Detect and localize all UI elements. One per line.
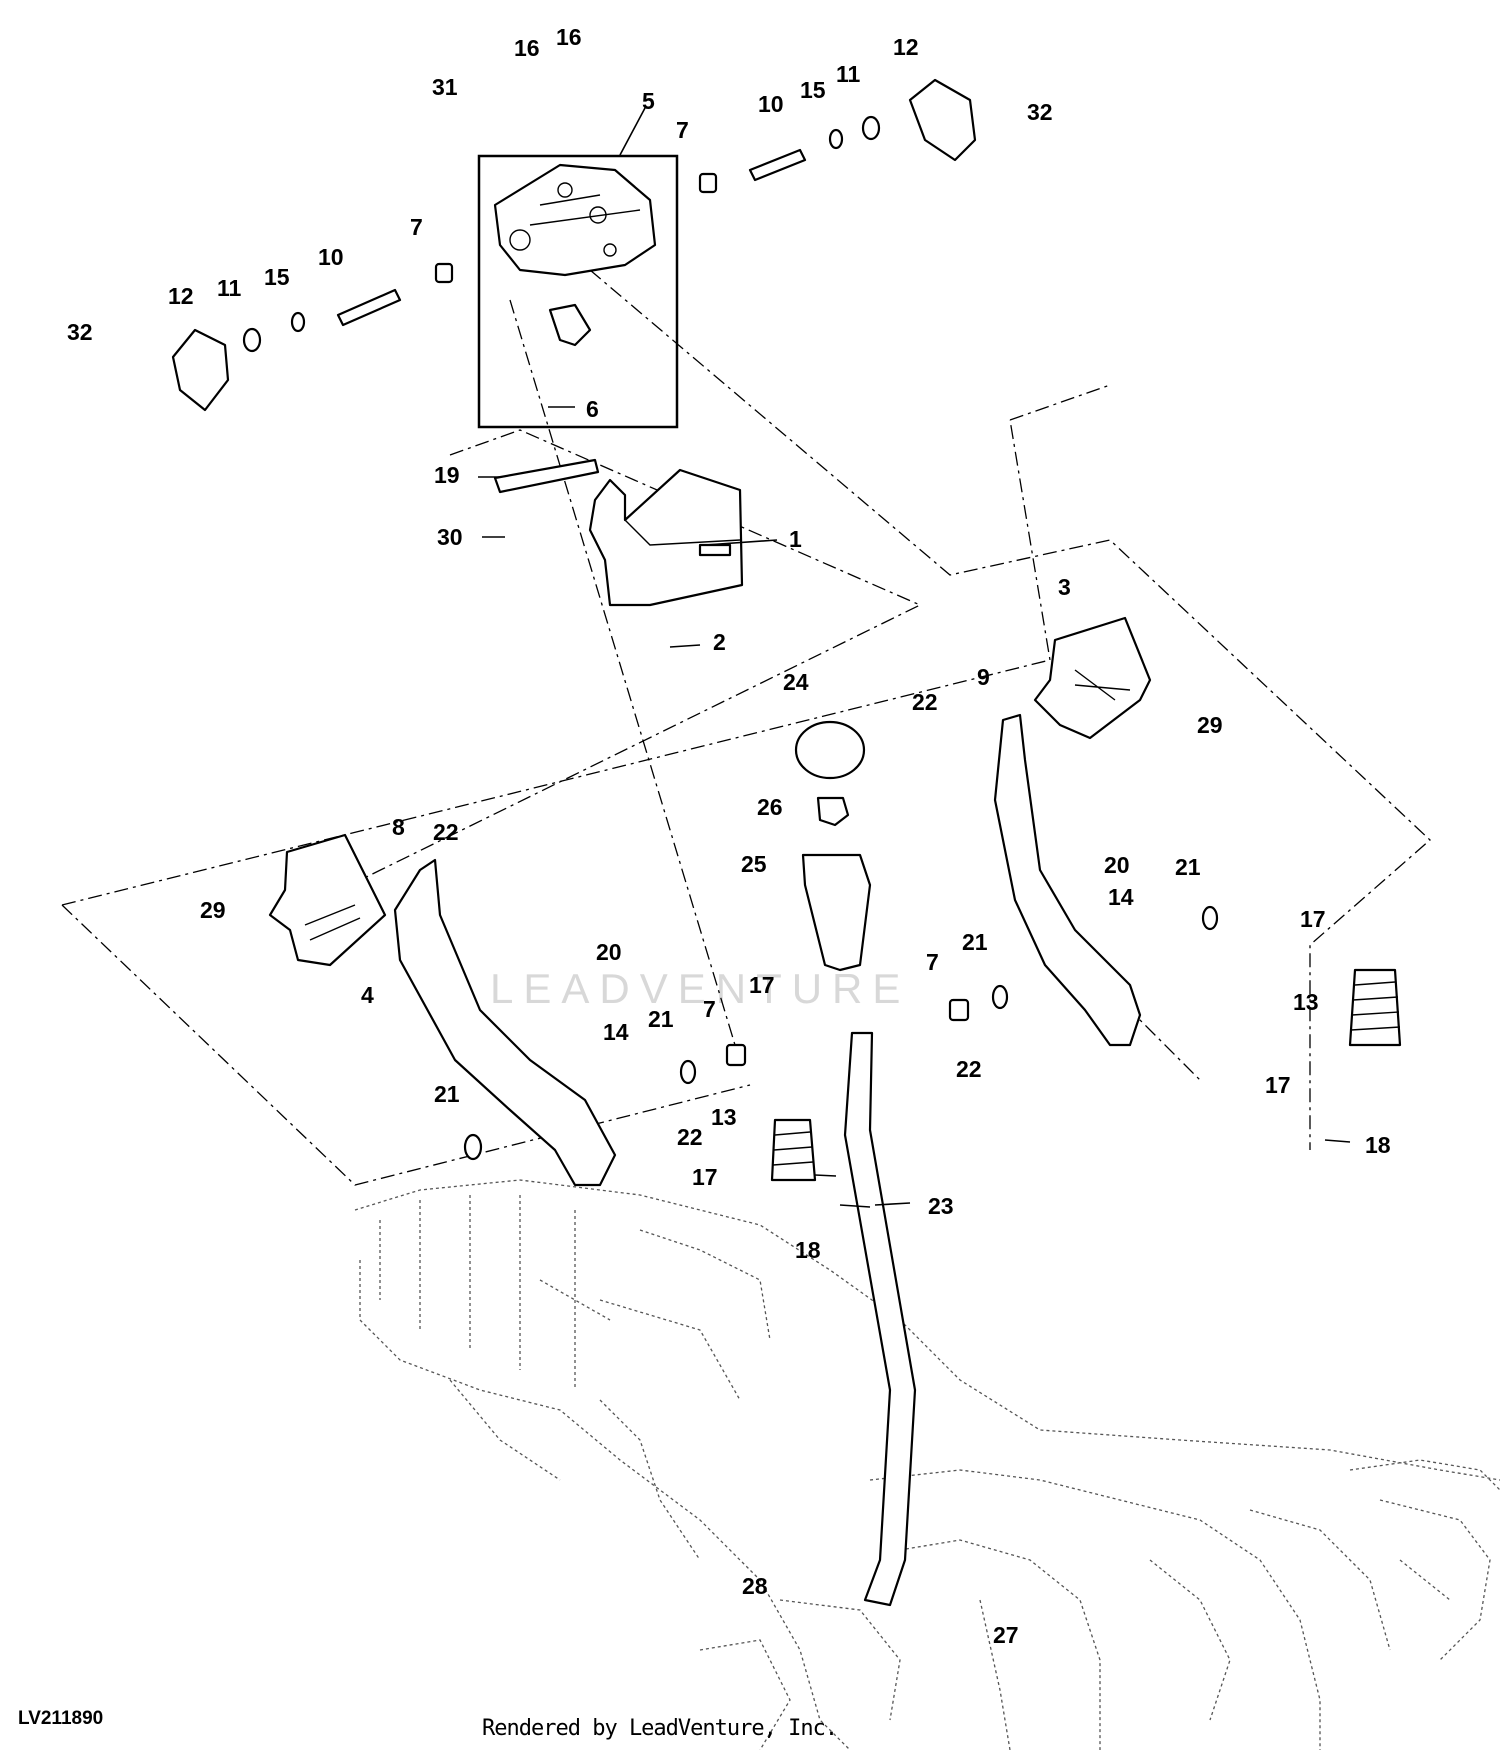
- callout-20b: 20: [596, 939, 622, 965]
- callout-21c: 21: [648, 1006, 674, 1032]
- callout-7c: 7: [703, 996, 716, 1022]
- callout-6: 6: [586, 396, 599, 422]
- callout-4: 4: [361, 982, 374, 1008]
- plate-19: [493, 458, 600, 494]
- callout-1: 1: [789, 526, 802, 552]
- callout-22d: 22: [677, 1124, 703, 1150]
- callout-11b: 11: [217, 275, 242, 301]
- callout-30: 30: [437, 524, 463, 550]
- callout-10a: 10: [758, 91, 784, 117]
- callout-25: 25: [741, 851, 767, 877]
- valve-block: [493, 163, 657, 277]
- diagram-code: LV211890: [18, 1708, 104, 1729]
- callout-20a: 20: [1104, 852, 1130, 878]
- callout-32a: 32: [1027, 99, 1053, 125]
- callout-7d: 7: [926, 949, 939, 975]
- shafts: [336, 148, 807, 327]
- callout-9: 9: [977, 664, 990, 690]
- callout-14b: 14: [603, 1019, 629, 1045]
- callout-13b: 13: [711, 1104, 737, 1130]
- callout-11a: 11: [836, 61, 861, 87]
- callout-17b: 17: [1265, 1072, 1291, 1098]
- callout-7a: 7: [676, 117, 689, 143]
- callout-8: 8: [392, 814, 405, 840]
- callout-27: 27: [993, 1622, 1019, 1648]
- shift-knob: [794, 720, 872, 972]
- callout-19: 19: [434, 462, 460, 488]
- callout-labels: 1 2 3 4 5 6 7 7 7 7 8 9 10 10 11 11 12 1…: [67, 24, 1391, 1648]
- callout-17a: 17: [1300, 906, 1326, 932]
- callout-24: 24: [783, 669, 809, 695]
- pedal-bracket: [588, 468, 744, 607]
- callout-10b: 10: [318, 244, 344, 270]
- callout-12b: 12: [168, 283, 194, 309]
- callout-12a: 12: [893, 34, 919, 60]
- callout-5: 5: [642, 88, 655, 114]
- callout-13a: 13: [1293, 989, 1319, 1015]
- callout-16a: 16: [514, 35, 540, 61]
- callout-26: 26: [757, 794, 783, 820]
- callout-22a: 22: [912, 689, 938, 715]
- callout-21d: 21: [434, 1081, 460, 1107]
- render-credit: Rendered by LeadVenture, Inc.: [482, 1716, 838, 1741]
- callout-18b: 18: [795, 1237, 821, 1263]
- callout-16b: 16: [556, 24, 582, 50]
- bushings-and-rings: [242, 115, 1219, 1161]
- pedal-pads: [268, 616, 1152, 967]
- valve-block-box: [477, 154, 679, 429]
- watermark-text: LEADVENTURE: [490, 965, 911, 1012]
- callout-22c: 22: [956, 1056, 982, 1082]
- callout-7b: 7: [410, 214, 423, 240]
- callout-3: 3: [1058, 574, 1071, 600]
- transmission-ghost: [354, 1179, 1500, 1750]
- callout-15a: 15: [800, 77, 826, 103]
- callout-21b: 21: [962, 929, 988, 955]
- springs: [770, 968, 1402, 1182]
- callout-29a: 29: [1197, 712, 1223, 738]
- callout-23: 23: [928, 1193, 954, 1219]
- callout-21a: 21: [1175, 854, 1201, 880]
- pedal-arms: [393, 713, 1142, 1187]
- callout-22b: 22: [433, 819, 459, 845]
- callout-14a: 14: [1108, 884, 1134, 910]
- leader-lines: [478, 107, 1351, 1208]
- shift-lever: [843, 1031, 917, 1607]
- callout-17d: 17: [692, 1164, 718, 1190]
- callout-32b: 32: [67, 319, 93, 345]
- callout-28: 28: [742, 1573, 768, 1599]
- sensors: [171, 78, 977, 412]
- callout-17c: 17: [749, 972, 775, 998]
- callout-2: 2: [713, 629, 726, 655]
- callout-29b: 29: [200, 897, 226, 923]
- callout-18a: 18: [1365, 1132, 1391, 1158]
- callout-15b: 15: [264, 264, 290, 290]
- detent-piece: [548, 303, 592, 347]
- callout-31: 31: [432, 74, 458, 100]
